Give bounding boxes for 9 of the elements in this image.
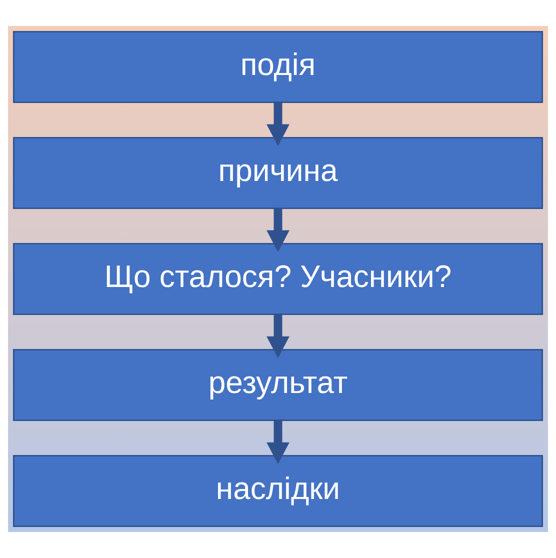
node-box: наслідки	[12, 454, 544, 528]
arrow	[266, 314, 290, 358]
node-box: подія	[12, 30, 544, 104]
node-box: результат	[12, 348, 544, 422]
arrow	[266, 102, 290, 146]
arrow	[266, 208, 290, 252]
node-box: причина	[12, 136, 544, 210]
arrow	[266, 420, 290, 464]
node-box: Що сталося? Учасники?	[12, 242, 544, 316]
